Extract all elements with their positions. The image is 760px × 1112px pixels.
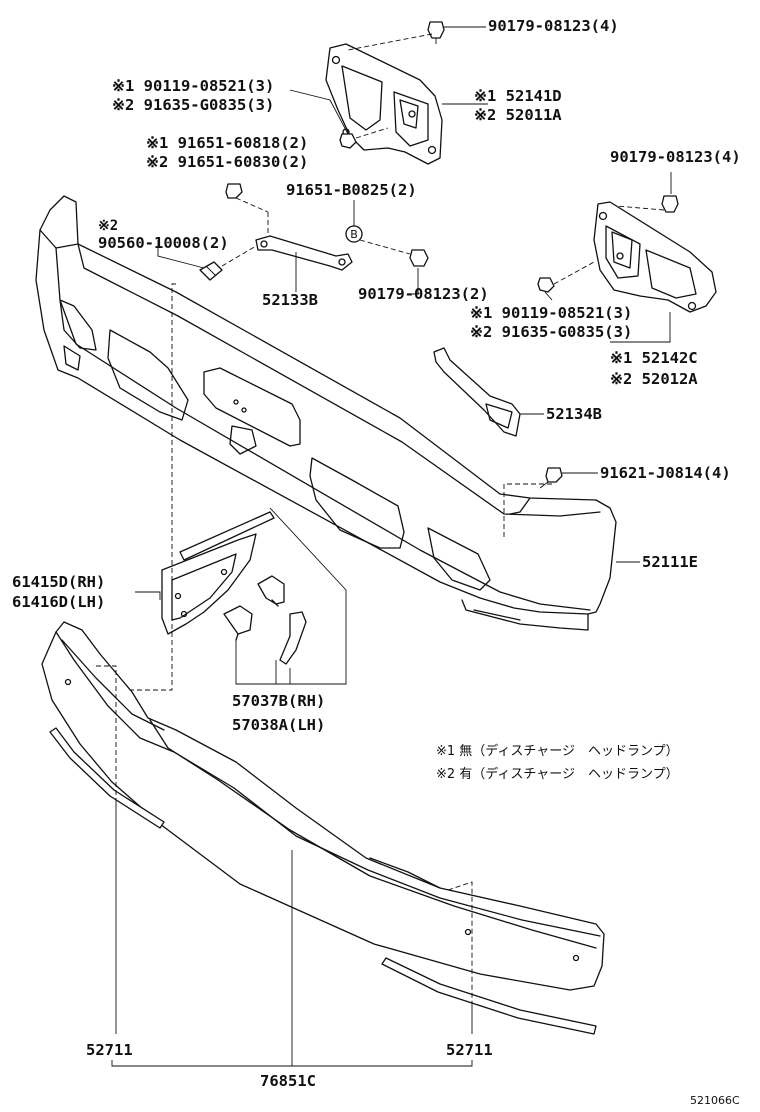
label-57037b: 57037B(RH): [232, 692, 325, 710]
label-52111e: 52111E: [642, 553, 698, 571]
label-52142c: ※1 52142C: [610, 349, 698, 367]
brackets-57037b: [223, 575, 307, 665]
label-90560: 90560-10008(2): [98, 234, 229, 252]
bolt-90119-b: [537, 277, 555, 293]
label-52012a: ※2 52012A: [610, 370, 698, 388]
diagram-id: 521066C: [690, 1094, 740, 1107]
bolt-90119-a: [339, 133, 357, 149]
bolt-91651-60818: [225, 183, 243, 199]
label-91621: 91621-J0814(4): [600, 464, 731, 482]
circle-marker-b: B: [345, 225, 363, 243]
nut-90179-mid: [409, 249, 429, 267]
label-91651-60830: ※2 91651-60830(2): [146, 153, 308, 171]
label-90119-b: ※1 90119-08521(3): [470, 304, 632, 322]
bracket-61415d: [161, 511, 275, 635]
circle-marker-label: B: [350, 228, 358, 241]
label-52011a: ※2 52011A: [474, 106, 562, 124]
label-52711-left: 52711: [86, 1041, 133, 1059]
label-52133b: 52133B: [262, 291, 318, 309]
label-90179-mid: 90179-08123(2): [358, 285, 489, 303]
label-52141d: ※1 52141D: [474, 87, 562, 105]
bumper-52111e: [35, 195, 617, 631]
label-91635-b: ※2 91635-G0835(3): [470, 323, 632, 341]
stay-52134b: [433, 347, 521, 437]
label-90179-top: 90179-08123(4): [488, 17, 619, 35]
label-57038a: 57038A(LH): [232, 716, 325, 734]
note-1: ※1 無（ディスチャージ ヘッドランプ）: [436, 743, 679, 759]
label-90560-mark: ※2: [98, 218, 118, 234]
label-52711-right: 52711: [446, 1041, 493, 1059]
spacer-90560: [199, 261, 223, 281]
label-90119-a: ※1 90119-08521(3): [112, 77, 274, 95]
label-90179-right: 90179-08123(4): [610, 148, 741, 166]
bolt-91621: [539, 467, 563, 489]
label-91651-b0825: 91651-B0825(2): [286, 181, 417, 199]
lower-cover-76851c: [41, 621, 605, 991]
stay-52133b: [255, 235, 353, 271]
bracket-52142c: [593, 201, 717, 313]
label-91651-60818: ※1 91651-60818(2): [146, 134, 308, 152]
bolt-90179-right: [661, 195, 679, 213]
strip-52711-right: [381, 957, 597, 1035]
note-2: ※2 有（ディスチャージ ヘッドランプ）: [436, 766, 679, 782]
bolt-90179-top: [427, 21, 445, 44]
bracket-52141d: [325, 43, 443, 165]
label-61415d: 61415D(RH): [12, 573, 105, 591]
label-52134b: 52134B: [546, 405, 602, 423]
label-91635-a: ※2 91635-G0835(3): [112, 96, 274, 114]
strip-52711-left: [49, 727, 165, 829]
label-76851c: 76851C: [260, 1072, 316, 1090]
label-61416d: 61416D(LH): [12, 593, 105, 611]
